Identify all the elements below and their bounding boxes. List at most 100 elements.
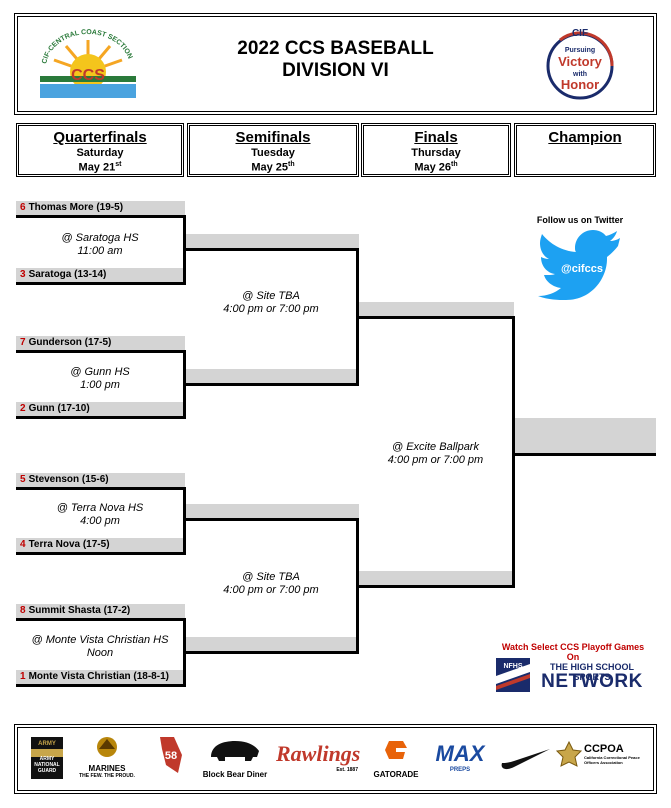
round-header-finals: Finals Thursday May 26th — [361, 123, 511, 177]
gatorade-logo: GATORADE — [368, 735, 424, 781]
round-name: Champion — [548, 129, 622, 146]
game-time: 1:00 pm — [80, 379, 120, 391]
victory-logo-top: CIF — [572, 28, 588, 39]
sponsor-sub: PREPS — [449, 767, 471, 773]
bracket-line — [16, 416, 186, 419]
round-day: Thursday — [411, 147, 461, 159]
rawlings-logo: Rawlings Est. 1887 — [276, 735, 360, 781]
team-name: Summit Shasta (17-2) — [28, 605, 131, 616]
bracket-line — [186, 383, 359, 386]
nfhs-logo-text: NFHS — [503, 663, 522, 670]
sponsor-name: GATORADE — [373, 770, 419, 779]
svg-text:58: 58 — [165, 750, 177, 762]
semifinal-slot — [186, 504, 359, 518]
team-name: Monte Vista Christian (18-8-1) — [28, 671, 169, 682]
round-name: Finals — [414, 129, 458, 146]
army-guard-logo: ARMY ARMY NATIONAL GUARD — [28, 735, 66, 781]
bracket-line — [186, 651, 359, 654]
twitter-icon[interactable]: @cifccs — [538, 230, 620, 300]
round-header-semifinals: Semifinals Tuesday May 25th — [187, 123, 359, 177]
fifty-eight-logo: 58 — [152, 735, 190, 781]
bear-logo: Block Bear Diner — [200, 735, 270, 781]
team-seed: 5 — [20, 474, 26, 485]
header-frame — [14, 13, 657, 115]
game-venue: @ Gunn HS — [70, 366, 130, 378]
bracket-line — [16, 215, 186, 218]
nfhs-tagline: THE HIGH SCHOOL SPORTS — [549, 662, 634, 682]
round-header-quarterfinals: Quarterfinals Saturday May 21st — [16, 123, 184, 177]
page-title: 2022 CCS BASEBALL DIVISION VI — [160, 38, 511, 82]
nfhs-network: NETWORK — [541, 671, 643, 692]
bracket-line — [183, 350, 186, 419]
bracket-line — [16, 684, 186, 687]
round-name: Quarterfinals — [53, 129, 147, 146]
team-name: Stevenson (15-6) — [28, 474, 109, 485]
bracket-line — [16, 282, 186, 285]
team-name: Terra Nova (17-5) — [28, 539, 110, 550]
sponsor-sub: California Correctional Peace Officers A… — [584, 755, 640, 765]
ccs-logo: CIF-CENTRAL COAST SECTION CCS — [36, 24, 140, 100]
sponsor-bar — [14, 724, 657, 794]
sponsor-name: CCPOA — [584, 743, 624, 755]
final-slot — [359, 302, 514, 316]
final-slot — [359, 571, 514, 585]
semifinal-slot — [186, 369, 359, 383]
team-seed: 2 — [20, 403, 26, 414]
game-time: 4:00 pm or 7:00 pm — [387, 454, 484, 466]
round-day: Saturday — [76, 147, 124, 159]
game-time: 4:00 pm or 7:00 pm — [223, 303, 319, 315]
champion-slot — [515, 418, 656, 453]
game-time: 11:00 am — [77, 245, 123, 257]
team-seed: 3 — [20, 269, 26, 280]
round-date: May 25th — [251, 161, 295, 174]
round-date: May 26th — [414, 161, 458, 174]
marines-logo: MARINES THE FEW. THE PROUD. — [72, 735, 142, 781]
bracket-line — [186, 518, 359, 521]
team-seed: 1 — [20, 671, 26, 682]
game-venue: @ Excite Ballpark — [392, 441, 479, 453]
semifinal-slot — [186, 234, 359, 248]
ccpoa-badge-logo: CCPOA California Correctional Peace Offi… — [556, 735, 650, 781]
game-venue: @ Monte Vista Christian HS — [31, 634, 169, 646]
watch-games-text: Watch Select CCS Playoff Games On — [501, 642, 645, 662]
victory-with-honor-logo: CIF Pursuing Victory with Honor — [540, 24, 618, 104]
bracket-line — [183, 487, 186, 555]
twitter-handle: @cifccs — [561, 263, 603, 275]
ccs-logo-mark: CCS — [71, 67, 105, 84]
bracket-line — [186, 248, 359, 251]
game-venue: @ Saratoga HS — [61, 232, 139, 244]
game-venue: @ Site TBA — [242, 290, 300, 302]
nfhs-icon: NFHS — [494, 656, 534, 694]
team-seed: 4 — [20, 539, 26, 550]
round-header-champion: Champion — [514, 123, 656, 177]
team-name: Thomas More (19-5) — [28, 202, 124, 213]
bracket-line — [515, 453, 656, 456]
sponsor-sub: Est. 1887 — [336, 767, 358, 773]
bracket-line — [512, 316, 515, 588]
team-seed: 6 — [20, 202, 26, 213]
title-line-2: DIVISION VI — [282, 60, 389, 81]
twitter-label: Follow us on Twitter — [536, 215, 624, 225]
victory-logo-line1: Pursuing — [565, 47, 595, 54]
bracket-line — [16, 618, 186, 621]
bracket-line — [359, 316, 514, 319]
bracket-line — [183, 618, 186, 687]
game-time: 4:00 pm or 7:00 pm — [223, 584, 319, 596]
game-venue: @ Terra Nova HS — [56, 502, 144, 514]
maxpreps-logo: MAX PREPS — [430, 735, 490, 781]
sponsor-sub: THE FEW. THE PROUD. — [79, 773, 135, 779]
